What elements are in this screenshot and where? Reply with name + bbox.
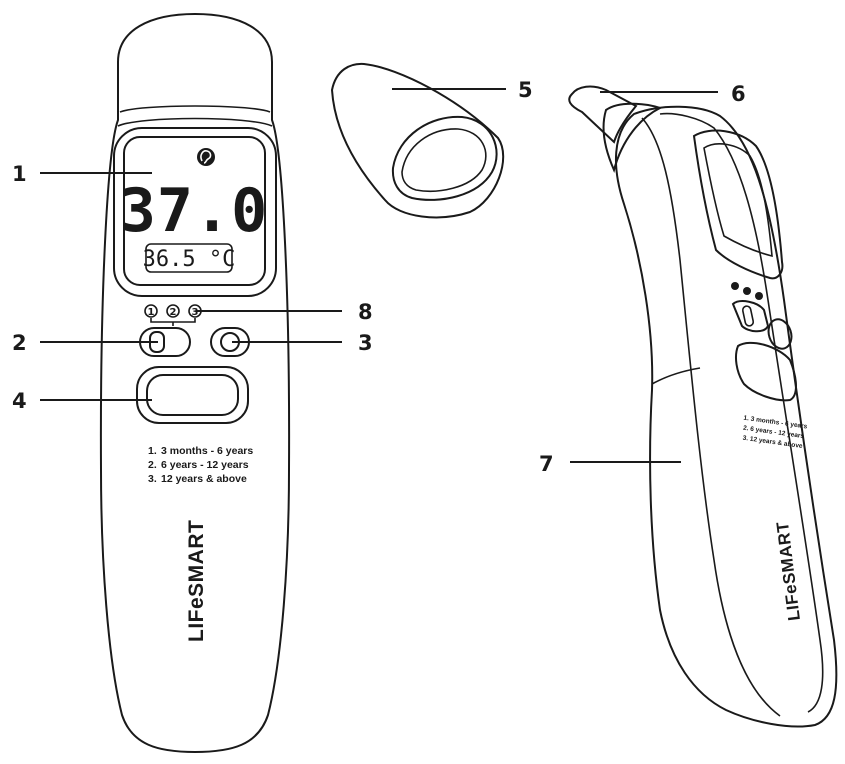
probe-cover — [330, 62, 505, 219]
age-range-2-text: 6 years - 12 years — [161, 459, 249, 471]
age-range-list: 1. 3 months - 6 years 2. 6 years - 12 ye… — [148, 445, 253, 485]
age-range-3-number: 3. — [148, 473, 157, 485]
side-front-face — [659, 112, 824, 713]
callout-label-1: 1 — [12, 162, 27, 186]
side-display-inner — [703, 143, 773, 258]
probe-collar — [602, 102, 663, 173]
age-range-1-number: 1. — [148, 445, 157, 457]
mode-position-labels: 1 2 3 — [144, 304, 202, 326]
side-mode-slider[interactable] — [731, 300, 770, 333]
side-view: 1. 3 months - 6 years 2. 6 years - 12 ye… — [568, 85, 838, 728]
callout-label-6: 6 — [731, 82, 746, 106]
front-cap-band-2 — [117, 117, 273, 127]
callout-label-7: 7 — [539, 452, 554, 476]
callout-label-2: 2 — [12, 331, 27, 355]
age-range-2-number: 2. — [148, 459, 157, 471]
mode-position-3: 3 — [192, 307, 199, 318]
age-range-1-text: 3 months - 6 years — [161, 445, 253, 457]
side-panel-line — [641, 117, 781, 717]
callout-label-8: 8 — [358, 300, 373, 324]
brand-logo-side: LIFeSMART — [773, 520, 804, 622]
side-grip-panel — [651, 367, 701, 385]
secondary-temperature-reading: 36.5 °C — [143, 247, 236, 272]
side-mode-indicators — [731, 282, 763, 300]
callout-label-3: 3 — [358, 331, 373, 355]
side-display — [692, 129, 784, 280]
display-frame — [113, 127, 277, 297]
ear-icon — [197, 148, 215, 166]
probe-tip — [568, 85, 638, 144]
side-age-range-list: 1. 3 months - 6 years 2. 6 years - 12 ye… — [742, 415, 808, 450]
callout-label-5: 5 — [518, 78, 533, 102]
callouts: 1 2 3 4 5 6 7 8 — [12, 78, 746, 476]
front-body-outline — [99, 12, 291, 754]
age-range-3-text: 12 years & above — [161, 473, 247, 485]
side-measure-button[interactable] — [735, 341, 797, 402]
side-power-button[interactable] — [765, 316, 795, 351]
front-cap-band — [119, 105, 271, 113]
mode-position-2: 2 — [170, 307, 177, 318]
main-temperature-reading: 37.0 — [120, 176, 269, 246]
mode-position-1: 1 — [148, 307, 155, 318]
side-body-outline — [615, 105, 838, 728]
front-view: 37.0 36.5 °C 1 2 3 — [99, 12, 291, 754]
display-screen — [123, 136, 266, 286]
callout-label-4: 4 — [12, 389, 27, 413]
measure-button[interactable] — [136, 366, 249, 424]
brand-logo-front: LIFeSMART — [185, 520, 208, 642]
secondary-reading-box — [145, 243, 233, 273]
